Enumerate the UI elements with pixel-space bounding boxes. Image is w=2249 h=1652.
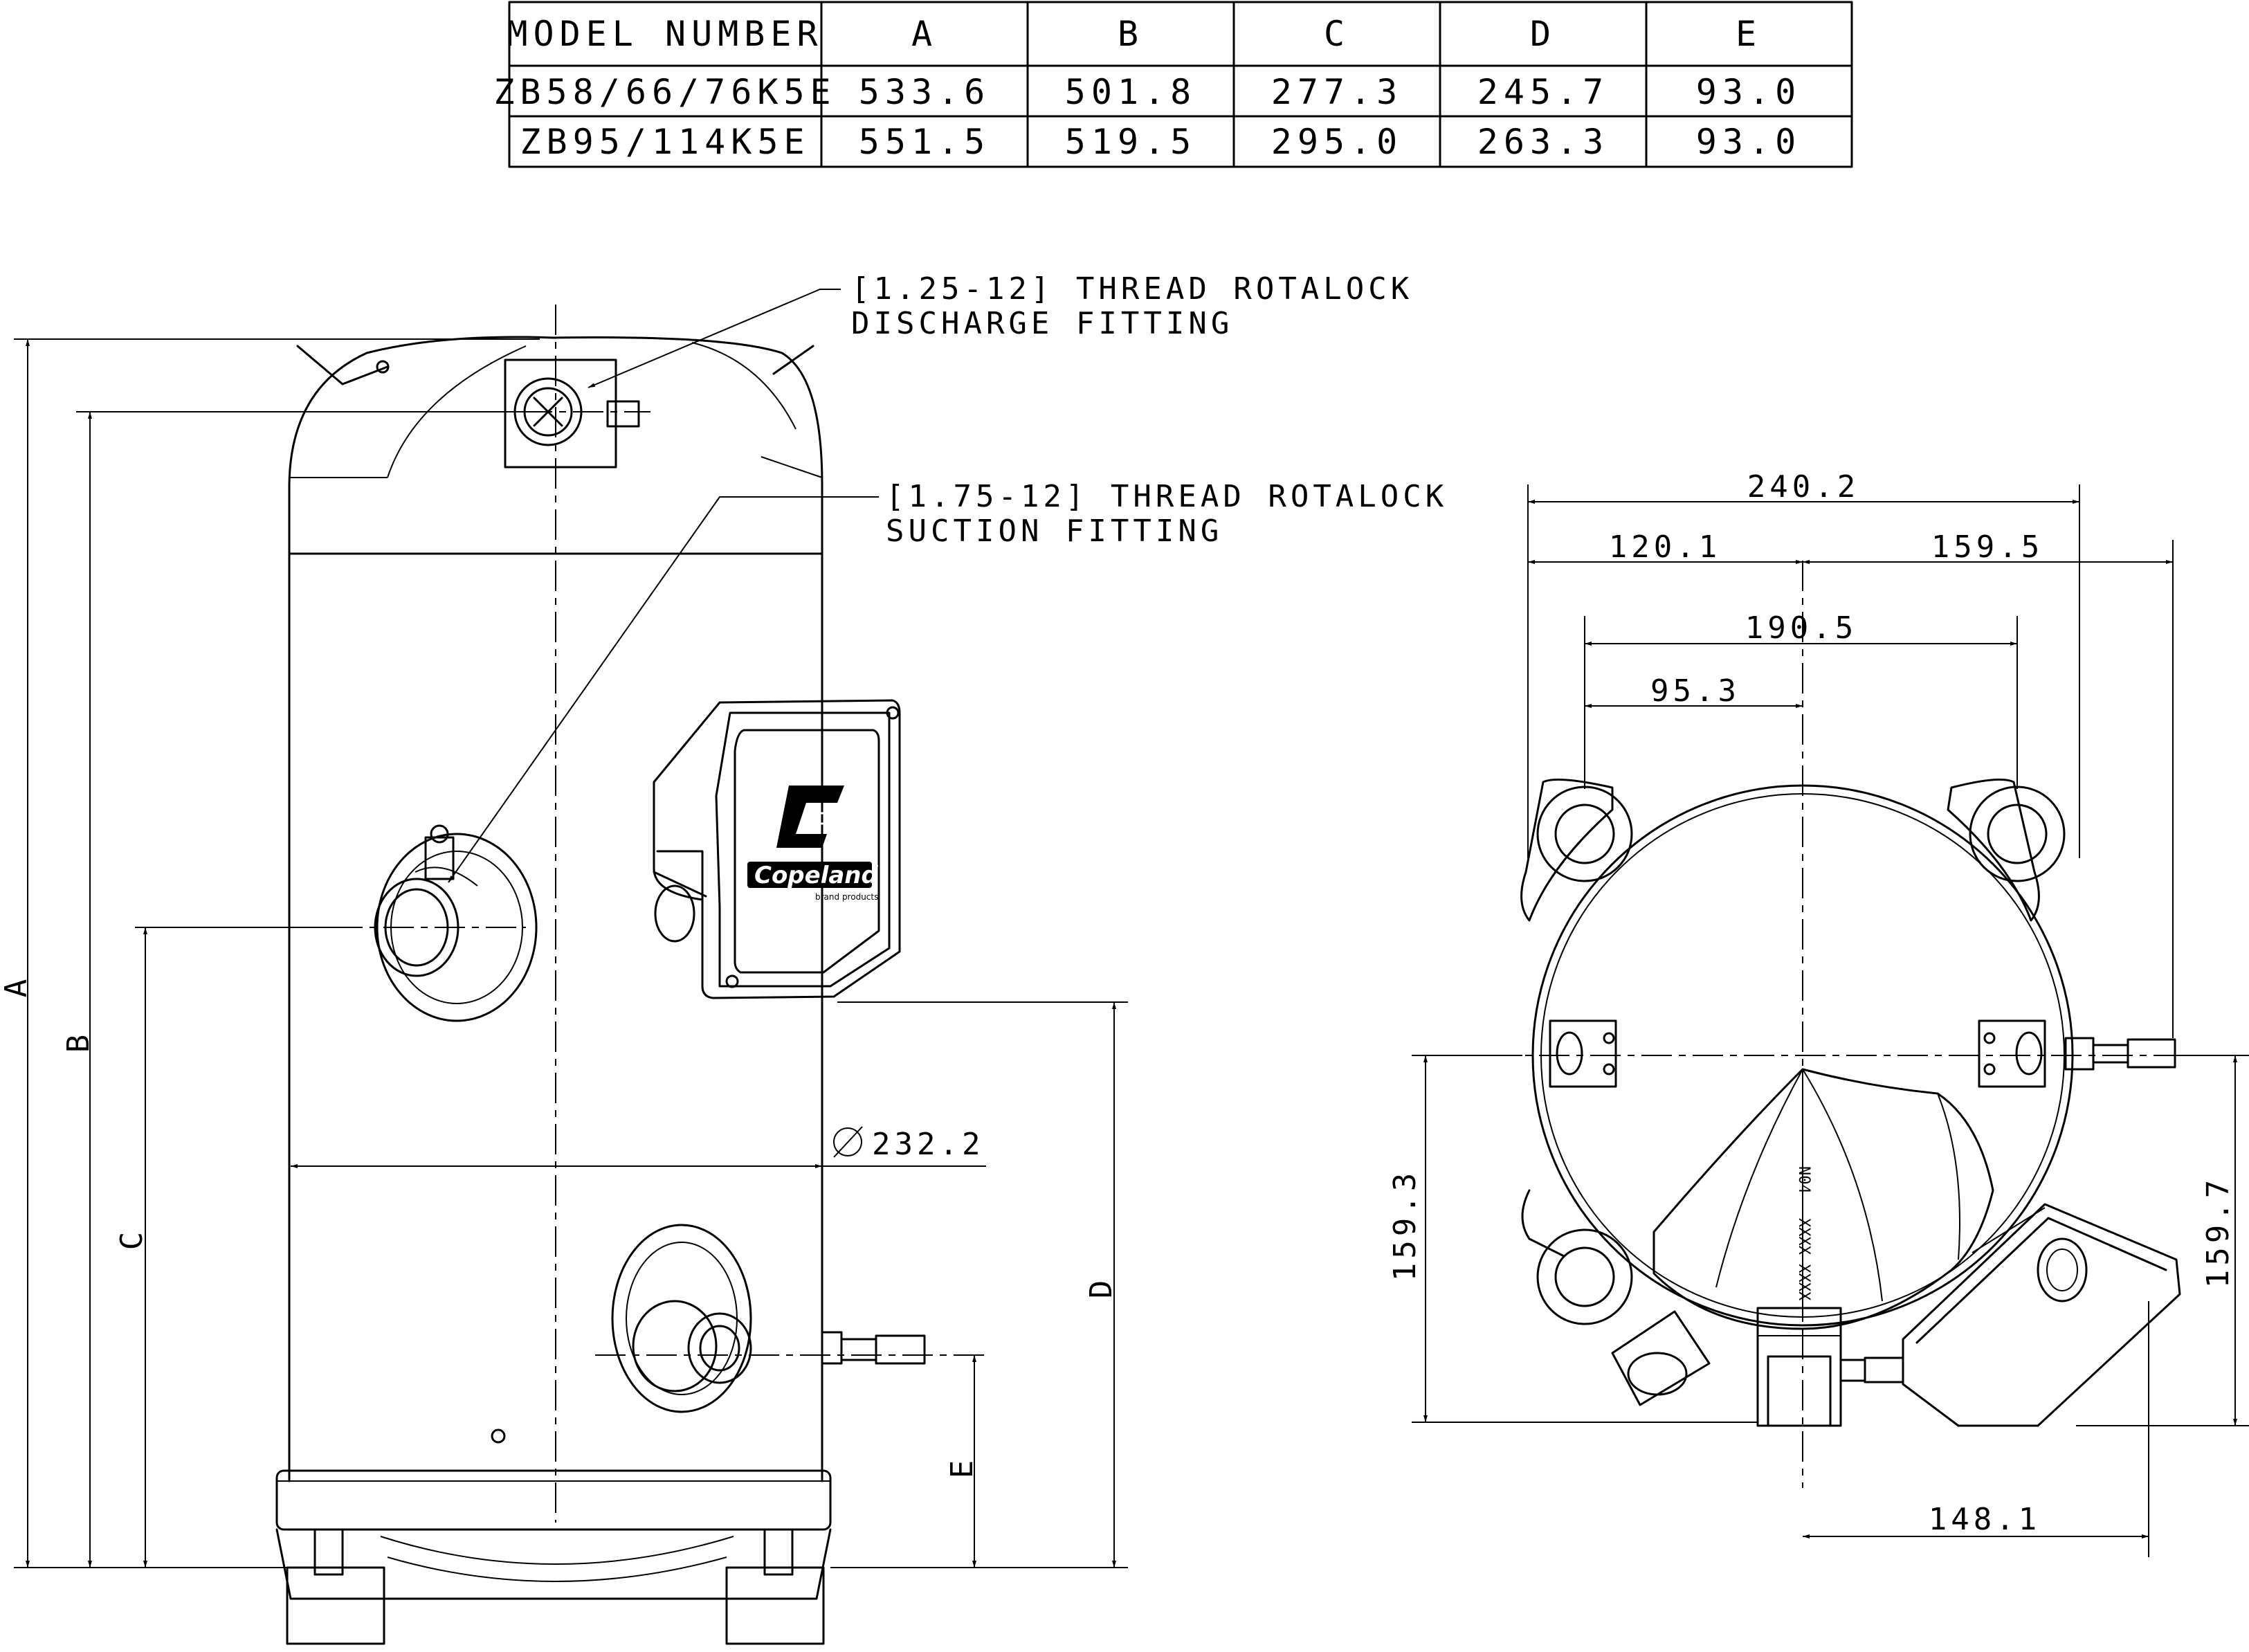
table-header-model: MODEL NUMBER <box>507 14 823 54</box>
dim-right-half: 159.5 <box>1931 529 2043 565</box>
dim-c-label: C <box>114 1228 149 1251</box>
table-cell: 551.5 <box>859 122 991 162</box>
table-header-e: E <box>1736 14 1762 54</box>
dim-bottom-offset: 148.1 <box>1929 1502 2041 1537</box>
table-cell: 93.0 <box>1696 122 1801 162</box>
discharge-callout-line2: DISCHARGE FITTING <box>851 306 1233 341</box>
dim-a-label: A <box>0 975 34 998</box>
dim-overall-width: 240.2 <box>1747 469 1859 505</box>
dim-foot-span: 190.5 <box>1745 610 1857 646</box>
table-cell: 533.6 <box>859 72 991 112</box>
table-cell: 93.0 <box>1696 72 1801 112</box>
housing-marking-1: N04 <box>1795 1166 1812 1194</box>
brand-tagline: brand products <box>815 892 878 902</box>
copeland-logo-icon <box>776 786 844 848</box>
suction-callout-line2: SUCTION FITTING <box>886 514 1223 549</box>
table-cell: 277.3 <box>1271 72 1403 112</box>
table-cell: ZB95/114K5E <box>520 122 810 162</box>
table-cell: 501.8 <box>1065 72 1197 112</box>
brand-logo-text: Copeland <box>754 862 879 889</box>
dim-left-half: 120.1 <box>1609 529 1721 565</box>
table-header-a: A <box>911 14 938 54</box>
discharge-callout-line1: [1.25-12] THREAD ROTALOCK <box>851 271 1413 307</box>
dim-b-label: B <box>61 1031 96 1053</box>
diameter-label: 232.2 <box>872 1127 984 1162</box>
table-header-b: B <box>1118 14 1144 54</box>
dim-d-label: D <box>1084 1276 1119 1299</box>
table-cell: 245.7 <box>1477 72 1610 112</box>
dim-foot-half: 95.3 <box>1650 673 1740 709</box>
dim-e-label: E <box>945 1456 980 1479</box>
table-cell: ZB58/66/76K5E <box>493 72 836 112</box>
table-cell: 263.3 <box>1477 122 1610 162</box>
dimension-table: MODEL NUMBER A B C D E ZB58/66/76K5E 533… <box>493 1 1853 168</box>
suction-callout-line1: [1.75-12] THREAD ROTALOCK <box>886 479 1448 514</box>
table-cell: 295.0 <box>1271 122 1403 162</box>
table-header-d: D <box>1530 14 1556 54</box>
housing-marking-2: XXXX XXXX <box>1795 1218 1812 1301</box>
table-header-c: C <box>1324 14 1350 54</box>
terminal-box: Copeland brand products <box>653 699 901 999</box>
top-view: N04 XXXX XXXX <box>1387 469 2249 1557</box>
dim-right-height: 159.7 <box>2201 1176 2236 1288</box>
side-view: Copeland brand products A B C D E 232 <box>0 271 1448 1645</box>
dim-left-height: 159.3 <box>1387 1169 1423 1281</box>
table-cell: 519.5 <box>1065 122 1197 162</box>
